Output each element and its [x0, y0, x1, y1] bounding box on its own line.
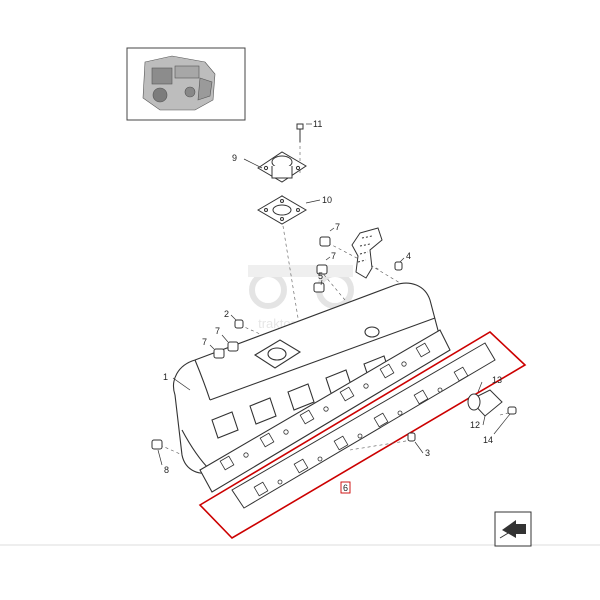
- callout-12: 12: [470, 420, 480, 430]
- bolt-7-left-b: [213, 348, 225, 359]
- intake-manifold: [173, 282, 451, 493]
- air-inlet-elbow: [257, 151, 307, 183]
- next-page-arrow-icon[interactable]: [494, 511, 532, 547]
- callout-14: 14: [483, 435, 493, 445]
- callout-6-box: 6: [340, 481, 351, 494]
- bolt-11: [296, 123, 304, 142]
- bolt-7-upper: [319, 236, 331, 247]
- callout-5: 5: [318, 271, 323, 281]
- elbow-gasket: [257, 195, 307, 225]
- stud-3: [407, 432, 416, 442]
- leader-lines: [157, 123, 511, 466]
- callout-9: 9: [232, 153, 237, 163]
- bolt-7-middle: [316, 264, 328, 275]
- bolt-2: [234, 319, 244, 329]
- callout-6: 6: [343, 483, 348, 493]
- bolts-group: [151, 236, 416, 450]
- bolt-5: [313, 282, 325, 293]
- callout-3: 3: [425, 448, 430, 458]
- bolt-7-left-a: [227, 341, 239, 352]
- seal-ring-13: [467, 393, 481, 411]
- callout-11: 11: [313, 119, 322, 129]
- callout-labels: 11 9 10 7 7 4 5 2 7 7 1 13 12 14 3 8 6: [163, 119, 502, 494]
- stud-4: [394, 261, 403, 271]
- gasket-highlight-box: [198, 331, 527, 540]
- lifting-bracket: [351, 227, 383, 279]
- callout-10: 10: [322, 195, 332, 205]
- bolt-14: [507, 406, 517, 415]
- callout-7-upper: 7: [335, 222, 340, 232]
- callout-7-left-a: 7: [215, 326, 220, 336]
- callout-4: 4: [406, 251, 411, 261]
- callout-7-left-b: 7: [202, 337, 207, 347]
- callout-1: 1: [163, 372, 168, 382]
- cover-plate-assembly: [467, 389, 517, 417]
- callout-2: 2: [224, 309, 229, 319]
- bolt-8: [151, 439, 163, 450]
- callout-7-middle: 7: [331, 251, 336, 261]
- manifold-gasket: [231, 342, 496, 509]
- callout-8: 8: [164, 465, 169, 475]
- engine-illustration: [142, 55, 216, 111]
- callout-13: 13: [492, 375, 502, 385]
- engine-thumbnail: [126, 47, 246, 121]
